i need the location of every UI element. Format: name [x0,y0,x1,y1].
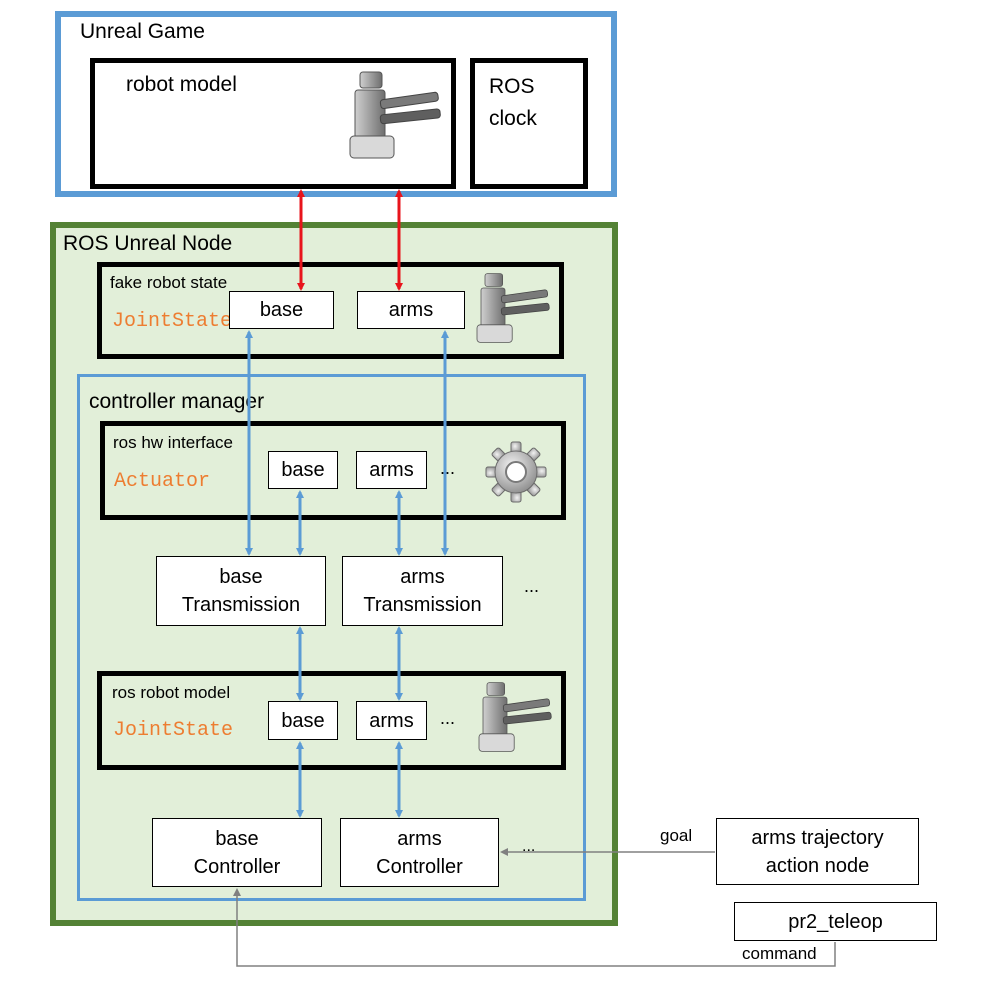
hw-base-box: base [268,451,338,489]
transmission-ellipsis: ... [524,576,540,596]
base-transmission-line2: Transmission [181,594,301,616]
robot-model-box [90,58,456,189]
hw-arms-box: arms [356,451,427,489]
fake-state-base-box: base [229,291,334,329]
fake-state-arms-box: arms [357,291,465,329]
model-arms-box: arms [356,701,427,740]
goal-label: goal [660,826,693,845]
base-controller-box: base Controller [152,818,322,887]
controller-manager-title: controller manager [89,390,265,413]
ros-robot-model-type: JointState [113,719,234,742]
pr2-teleop-box: pr2_teleop [734,902,937,941]
ros-clock-label-2: clock [489,107,537,130]
controller-ellipsis: ... [522,838,536,855]
robot-icon [478,682,552,752]
robot-icon [476,273,550,343]
ros-clock-box [470,58,588,189]
arms-trajectory-node-box: arms trajectory action node [716,818,919,885]
ros-unreal-node-title: ROS Unreal Node [63,232,233,255]
unreal-game-title: Unreal Game [80,20,205,43]
base-transmission-line1: base [219,566,263,588]
model-ellipsis: ... [440,708,456,728]
ros-robot-model-label: ros robot model [112,683,231,702]
hw-interface-label: ros hw interface [113,433,233,452]
arms-controller-line2: Controller [376,855,463,878]
fake-robot-state-label: fake robot state [110,273,228,292]
arms-controller-box: arms Controller [340,818,499,887]
base-controller-line1: base [215,827,259,850]
command-link [233,888,836,967]
ros-clock-label-1: ROS [489,75,535,98]
arms-transmission-box: arms Transmission [342,556,503,626]
arms-trajectory-line1: arms trajectory [751,826,884,849]
robot-icon [349,71,441,159]
arms-transmission-line2: Transmission [363,594,482,616]
fake-robot-state-type: JointState [112,310,233,333]
arms-controller-line1: arms [397,827,442,850]
robot-model-label: robot model [126,73,237,96]
arms-transmission-line1: arms [400,566,445,588]
hw-interface-type: Actuator [114,470,211,493]
gear-icon [485,441,547,503]
command-label: command [742,944,817,963]
model-base-box: base [268,701,338,740]
arms-trajectory-line2: action node [765,854,870,877]
base-transmission-box: base Transmission [156,556,326,626]
base-controller-line2: Controller [193,855,281,878]
